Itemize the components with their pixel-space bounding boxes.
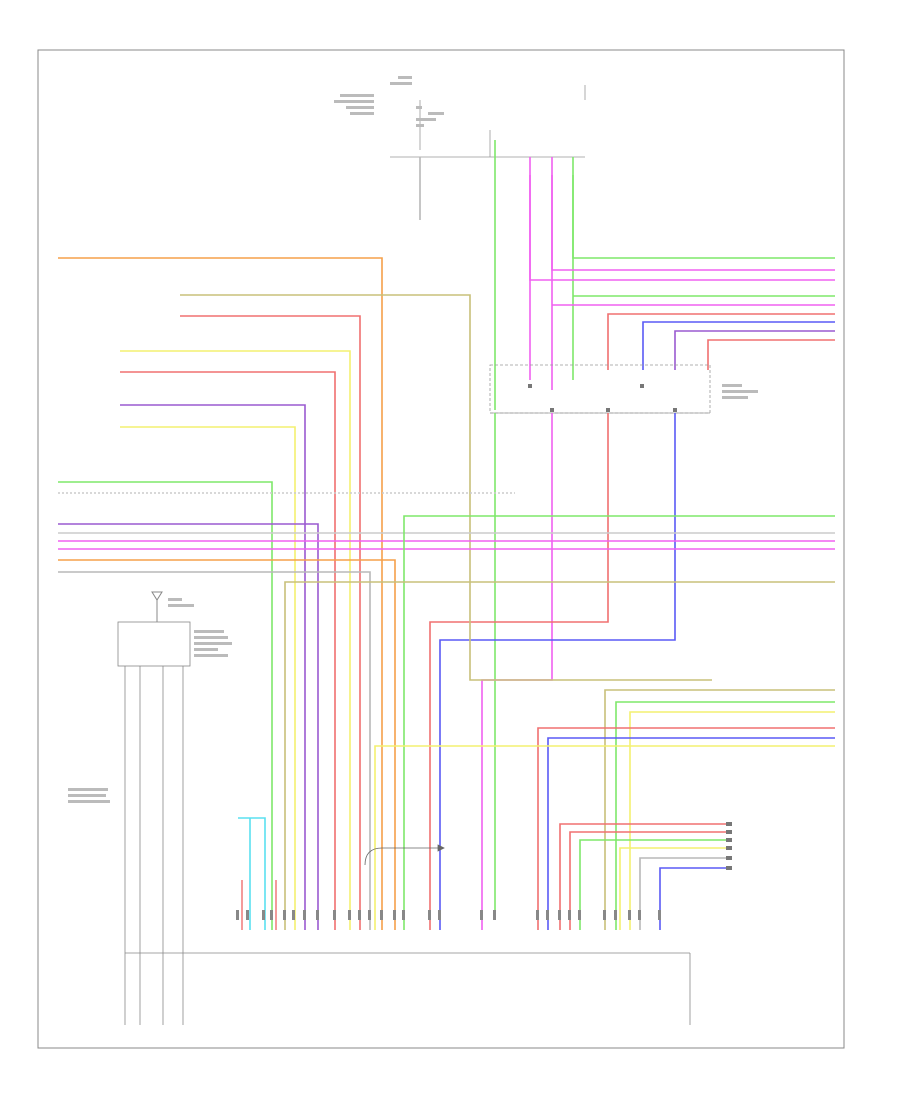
upper-right-wires bbox=[529, 175, 835, 370]
arrow-icon bbox=[364, 844, 445, 866]
ground-icon bbox=[528, 384, 677, 412]
antenna-icon bbox=[151, 591, 163, 622]
diagram-border bbox=[37, 49, 845, 1049]
junction-block bbox=[489, 364, 711, 414]
receiver-box bbox=[117, 621, 191, 1025]
left-wires bbox=[58, 257, 835, 930]
fuse-taps bbox=[419, 140, 574, 410]
connector-pins bbox=[236, 910, 661, 920]
lower-right-wires bbox=[374, 689, 835, 930]
right-connector bbox=[726, 822, 732, 870]
junction-label bbox=[722, 384, 758, 399]
cyan-wires bbox=[238, 817, 266, 930]
top-labels bbox=[334, 76, 444, 127]
head-unit-connector bbox=[125, 952, 691, 1025]
junction-downlinks bbox=[429, 413, 676, 930]
red-short-wires bbox=[241, 880, 277, 930]
receiver-labels bbox=[68, 598, 232, 803]
